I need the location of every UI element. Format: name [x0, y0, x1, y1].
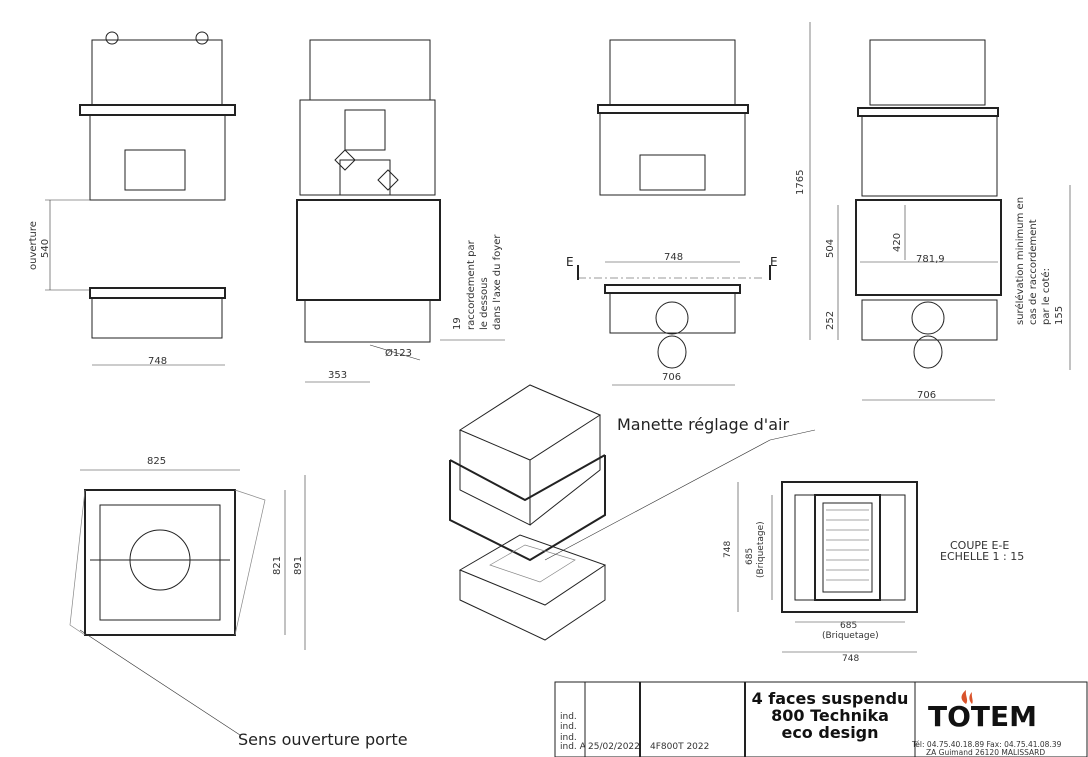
back-width-bottom: 706 — [662, 372, 682, 383]
revision-4: ind. A — [560, 742, 586, 752]
front-width-dimension: 748 — [148, 356, 168, 367]
top-width: 825 — [147, 456, 167, 467]
title-block-frame — [554, 681, 1088, 757]
bottom-connection-value: 19 — [452, 317, 463, 330]
side-connection-value: 155 — [1054, 305, 1065, 325]
top-depth-inner: 821 — [272, 555, 283, 575]
title-line-3: eco design — [781, 723, 879, 742]
side-connection-note-3: par le coté: — [1041, 268, 1052, 325]
contact-address: ZA Guimand 26120 MALISSARD — [926, 748, 1046, 757]
side-connection-note-2: cas de raccordement — [1028, 219, 1039, 325]
right-view — [809, 22, 1071, 401]
back-width-top: 748 — [664, 252, 684, 263]
side-view — [296, 39, 505, 383]
drawing-title: 4 faces suspendu 800 Technika eco design — [745, 690, 915, 741]
side-connection-note-1: surélévation minimum en — [1015, 196, 1026, 325]
top-depth-outer: 891 — [293, 555, 304, 575]
top-view — [69, 469, 306, 736]
revision-date: 25/02/2022 — [588, 742, 640, 752]
bottom-connection-note-1: raccordement par — [466, 240, 477, 330]
title-line-1: 4 faces suspendu — [751, 689, 909, 708]
bottom-connection-note-2: le dessous — [479, 277, 490, 330]
revision-1: ind. — [560, 712, 577, 722]
section-title: COUPE E-E — [950, 539, 1010, 552]
totem-flame-logo — [961, 690, 973, 704]
back-view — [577, 39, 771, 386]
isometric-view — [449, 384, 816, 641]
drawing-reference: 4F800T 2022 — [650, 742, 710, 752]
revision-3: ind. — [560, 733, 577, 743]
total-height: 1765 — [795, 169, 806, 195]
door-opening-note: Sens ouverture porte — [238, 730, 408, 749]
opening-label: ouverture — [28, 221, 39, 270]
section-scale: ECHELLE 1 : 15 — [940, 550, 1025, 563]
section-marker-right: E — [770, 255, 778, 269]
section-height: 748 — [723, 540, 733, 558]
right-width-bottom: 706 — [917, 390, 937, 401]
bottom-height: 252 — [825, 310, 836, 330]
section-inner-height-sub: (Briquetage) — [756, 521, 766, 578]
inner-height: 420 — [892, 232, 903, 252]
revision-2: ind. — [560, 722, 577, 732]
front-view — [45, 31, 236, 366]
glass-height: 504 — [825, 238, 836, 258]
opening-dimension: 540 — [40, 238, 51, 258]
air-control-label: Manette réglage d'air — [617, 415, 790, 434]
brand-logo: TOTEM — [928, 700, 1037, 733]
section-view — [737, 481, 918, 653]
flue-diameter: Ø123 — [385, 348, 412, 359]
section-marker-left: E — [566, 255, 574, 269]
flue-offset: 353 — [328, 370, 348, 381]
section-inner-width: 685 — [840, 621, 858, 631]
section-inner-width-sub: (Briquetage) — [822, 631, 879, 641]
depth-dimension: 781,9 — [916, 254, 945, 265]
contact-phone: Tél: 04.75.40.18.89 Fax: 04.75.41.08.39 — [912, 740, 1062, 749]
section-inner-height: 685 — [745, 547, 755, 565]
bottom-connection-note-3: dans l'axe du foyer — [492, 234, 503, 330]
title-line-2: 800 Technika — [771, 706, 889, 725]
section-width: 748 — [842, 654, 860, 664]
